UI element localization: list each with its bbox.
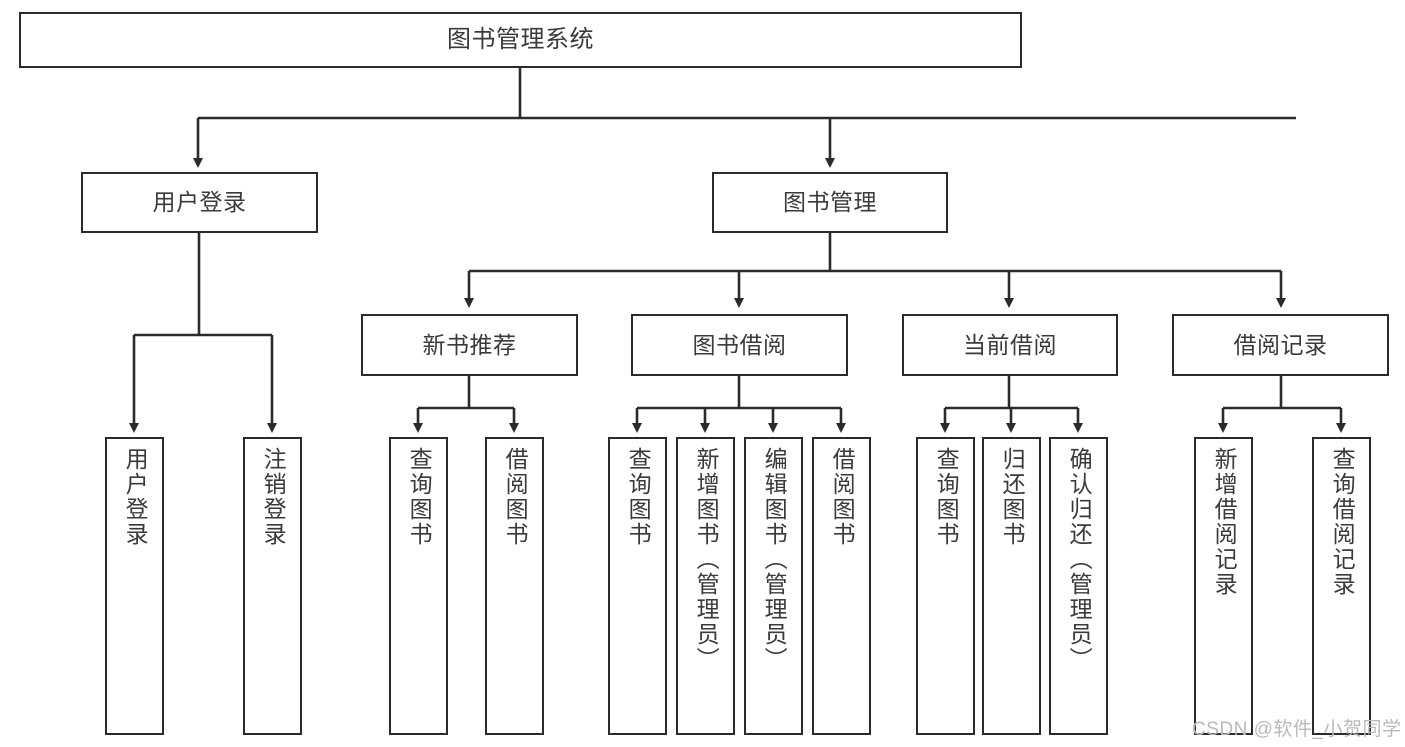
node-label: 借阅图书	[829, 447, 856, 547]
node-label: 查询图书	[625, 447, 652, 547]
leaf-new-book-query-book[interactable]: 查询图书	[389, 437, 448, 735]
leaf-current-borrow-confirm-return-admin[interactable]: 确认归还（管理员）	[1049, 437, 1108, 735]
leaf-borrow-record-add-record[interactable]: 新增借阅记录	[1194, 437, 1253, 735]
leaf-book-borrow-edit-book-admin[interactable]: 编辑图书（管理员）	[744, 437, 803, 735]
node-label: 查询借阅记录	[1329, 447, 1356, 597]
node-label: 归还图书	[999, 447, 1026, 547]
node-label: 查询图书	[406, 447, 433, 547]
node-label: 新增借阅记录	[1211, 447, 1238, 597]
node-borrow-record[interactable]: 借阅记录	[1172, 314, 1389, 376]
node-label: 新增图书（管理员）	[693, 447, 720, 672]
leaf-borrow-record-query-record[interactable]: 查询借阅记录	[1312, 437, 1371, 735]
node-label: 注销登录	[260, 447, 287, 547]
leaf-current-borrow-query-book[interactable]: 查询图书	[916, 437, 975, 735]
node-label: 图书借阅	[692, 331, 787, 358]
node-label: 借阅图书	[502, 447, 529, 547]
node-book-borrow[interactable]: 图书借阅	[631, 314, 848, 376]
node-user-login[interactable]: 用户登录	[81, 172, 318, 233]
leaf-book-borrow-add-book-admin[interactable]: 新增图书（管理员）	[676, 437, 735, 735]
leaf-book-borrow-query-book[interactable]: 查询图书	[608, 437, 667, 735]
node-root-system[interactable]: 图书管理系统	[19, 12, 1022, 68]
node-label: 当前借阅	[963, 331, 1057, 358]
node-label: 用户登录	[152, 189, 247, 216]
node-label: 新书推荐	[422, 331, 517, 358]
node-label: 图书管理系统	[447, 26, 594, 54]
node-label: 用户登录	[122, 447, 149, 547]
leaf-current-borrow-return-book[interactable]: 归还图书	[982, 437, 1041, 735]
node-new-book-recommend[interactable]: 新书推荐	[361, 314, 578, 376]
csdn-watermark: CSDN @软件_小贺同学	[1192, 719, 1402, 740]
node-label: 确认归还（管理员）	[1066, 447, 1093, 672]
leaf-user-login-logout[interactable]: 注销登录	[243, 437, 302, 735]
node-book-management[interactable]: 图书管理	[712, 172, 948, 233]
leaf-user-login-login[interactable]: 用户登录	[105, 437, 164, 735]
node-label: 查询图书	[933, 447, 960, 547]
leaf-book-borrow-borrow-book[interactable]: 借阅图书	[812, 437, 871, 735]
leaf-new-book-borrow-book[interactable]: 借阅图书	[485, 437, 544, 735]
node-label: 编辑图书（管理员）	[761, 447, 788, 672]
node-label: 图书管理	[783, 189, 877, 216]
node-label: 借阅记录	[1233, 331, 1328, 358]
node-current-borrow[interactable]: 当前借阅	[902, 314, 1118, 376]
